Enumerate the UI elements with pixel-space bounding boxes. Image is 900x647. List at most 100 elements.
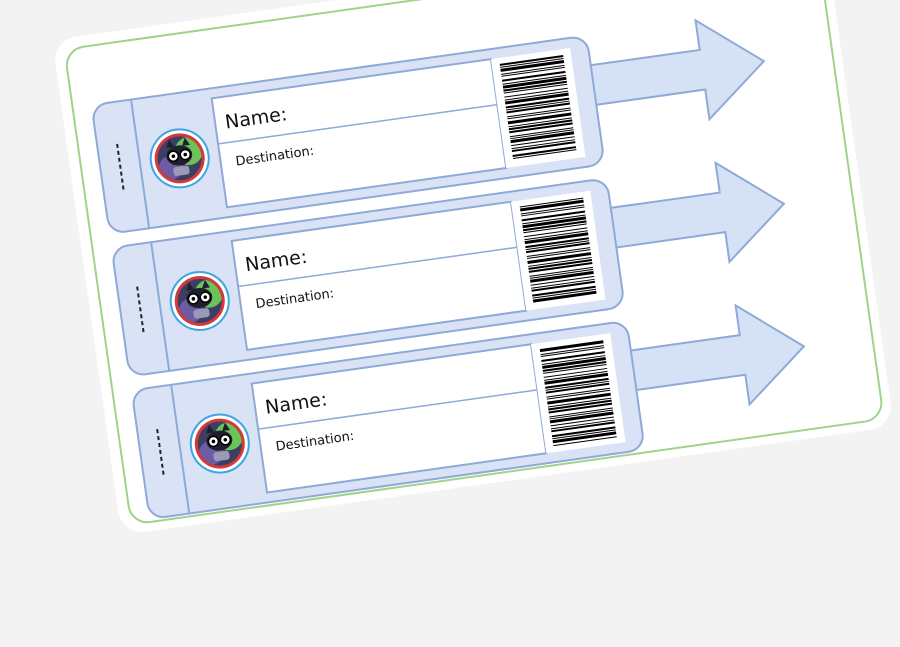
barcode-stripe	[543, 367, 608, 378]
barcode-stripe	[544, 370, 608, 381]
barcode-stripe	[522, 214, 586, 225]
ticket-perforation	[156, 429, 165, 475]
barcode-stripe	[527, 252, 592, 264]
ticket-stub-divider	[150, 242, 171, 372]
barcode-stripe	[505, 97, 570, 109]
barcode-stripe	[543, 363, 607, 374]
ticket-write-divider	[238, 246, 518, 288]
barcode-stripe	[531, 278, 595, 289]
barcode-stripe	[500, 57, 564, 68]
barcode-stripe	[520, 206, 585, 217]
barcode-stripe	[550, 419, 615, 430]
barcode-stripe	[546, 387, 610, 398]
barcode-stripe	[542, 357, 606, 369]
badge	[169, 270, 230, 331]
barcode-stripe	[549, 407, 613, 418]
barcode-stripe	[531, 280, 596, 292]
barcode-stripe	[529, 266, 593, 277]
barcode-stripe	[539, 340, 604, 353]
barcode-stripe	[528, 259, 593, 270]
barcode-stripe	[508, 117, 572, 128]
ticket-arrow	[569, 18, 766, 122]
barcode-stripe	[547, 397, 612, 408]
barcode-stripe	[545, 377, 609, 389]
barcode-stripe	[511, 139, 576, 150]
ticket-write-divider	[217, 103, 498, 145]
barcode-stripe	[532, 290, 597, 303]
barcode-stripe	[524, 232, 589, 245]
barcode-stripe	[526, 249, 591, 260]
barcode-stripe	[500, 59, 565, 72]
barcode-stripe	[529, 268, 594, 279]
barcode-stripe	[548, 402, 613, 414]
barcode-stripe	[501, 64, 565, 75]
barcode-stripe	[530, 275, 595, 286]
barcode-stripe	[552, 431, 617, 444]
barcode-stripe	[525, 242, 590, 254]
barcode-stripe	[521, 210, 586, 222]
barcode-stripe	[540, 347, 605, 358]
cat-with-glasses-icon	[166, 137, 193, 176]
barcode-stripe	[541, 355, 606, 365]
badge	[149, 128, 210, 189]
barcode-stripe	[547, 392, 611, 405]
barcode-stripe	[542, 361, 607, 372]
barcode-stripe	[548, 399, 612, 411]
ticket-1: Name: Destination:	[92, 18, 766, 233]
barcode-stripe	[541, 351, 605, 362]
barcode-stripe	[506, 102, 571, 114]
ticket-stub-divider	[170, 384, 191, 514]
ticket-perforation	[136, 286, 145, 333]
barcode-stripe	[520, 199, 584, 212]
ticket-arrow	[609, 303, 806, 407]
barcode-icon	[499, 55, 577, 159]
barcode-stripe	[504, 87, 568, 98]
barcode-stripe	[507, 107, 571, 118]
barcode-stripe	[523, 223, 587, 234]
barcode-stripe	[551, 421, 615, 433]
barcode-stripe	[499, 55, 564, 66]
barcode-icon	[519, 197, 597, 303]
barcode-stripe	[511, 141, 576, 153]
barcode-stripe	[509, 127, 574, 138]
ticket-stub-divider	[130, 99, 151, 229]
barcode-stripe	[551, 426, 616, 438]
barcode-stripe	[502, 76, 567, 89]
barcode-stripe	[510, 129, 574, 140]
barcode-stripe	[526, 247, 591, 258]
barcode-stripe	[544, 372, 609, 385]
ticket-arrow	[589, 160, 786, 265]
ticket-perforation	[116, 143, 125, 190]
barcode-stripe	[550, 416, 615, 427]
cat-with-glasses-icon	[186, 280, 213, 319]
barcode-icon	[539, 340, 617, 447]
barcode-stripe	[512, 146, 577, 158]
barcode-stripe	[508, 119, 573, 131]
barcode-stripe	[519, 197, 584, 208]
barcode-stripe	[504, 92, 569, 105]
cat-with-glasses-icon	[206, 422, 233, 462]
barcode-stripe	[523, 227, 588, 238]
barcode-stripe	[546, 389, 611, 400]
barcode-stripe	[504, 90, 569, 101]
tickets-canvas: Name: Destination:	[92, 18, 806, 519]
barcode-stripe	[503, 83, 568, 94]
barcode-stripe	[528, 261, 593, 273]
ticket-2: Name: Destination:	[112, 160, 786, 376]
barcode-stripe	[512, 149, 577, 159]
barcode-stripe	[524, 230, 588, 241]
barcode-stripe	[532, 288, 597, 299]
barcode-stripe	[502, 74, 566, 85]
barcode-stripe	[545, 380, 609, 391]
barcode-stripe	[507, 109, 571, 120]
barcode-stripe	[528, 257, 592, 267]
barcode-stripe	[522, 216, 587, 229]
barcode-stripe	[507, 112, 572, 125]
barcode-stripe	[509, 122, 573, 134]
barcode-stripe	[501, 66, 565, 77]
ticket-write-divider	[258, 389, 538, 430]
ticket-3: Name: Destination:	[132, 303, 806, 519]
barcode-stripe	[525, 237, 589, 249]
barcode-stripe	[525, 240, 590, 251]
